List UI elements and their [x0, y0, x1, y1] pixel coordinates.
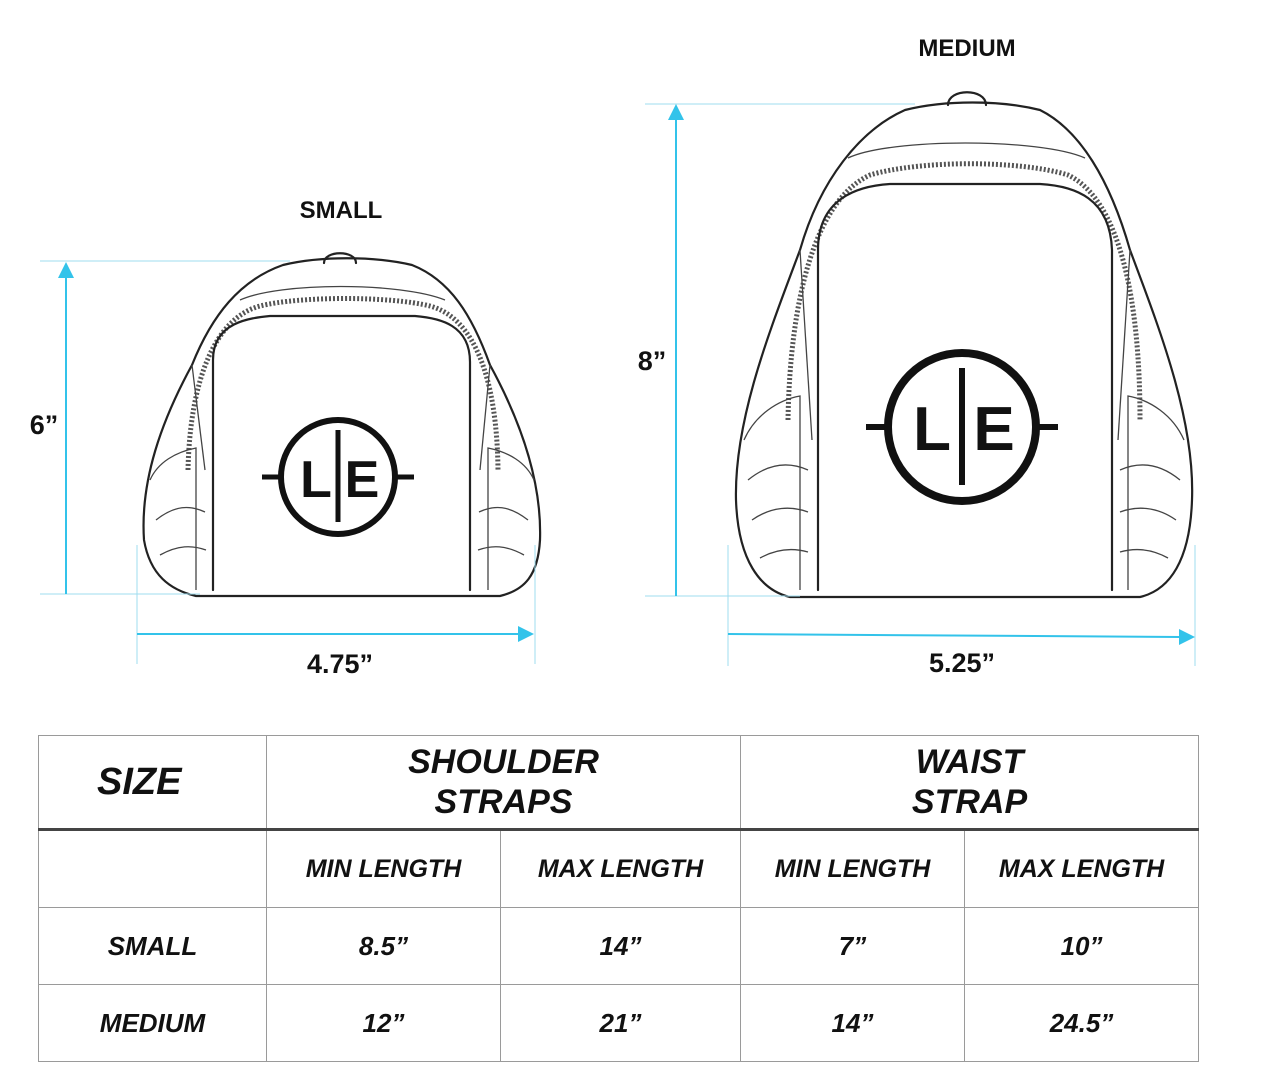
row-shoulder-min: 12”	[266, 984, 501, 1062]
subheader-empty	[38, 829, 267, 908]
small-logo-letter-e: E	[345, 451, 380, 509]
size-header: SIZE	[38, 735, 267, 831]
table-subheader-row: MIN LENGTH MAX LENGTH MIN LENGTH MAX LEN…	[38, 829, 1200, 908]
table-row: MEDIUM 12” 21” 14” 24.5”	[38, 984, 1200, 1062]
row-shoulder-min: 8.5”	[266, 907, 501, 985]
medium-height-dimension: 8”	[638, 103, 915, 597]
small-logo-icon: L E	[262, 417, 414, 537]
medium-backpack-illustration	[734, 91, 1194, 599]
small-height-label: 6”	[30, 410, 59, 440]
medium-logo-icon: L E	[866, 349, 1058, 505]
row-waist-max: 24.5”	[964, 984, 1200, 1062]
small-width-label: 4.75”	[307, 649, 373, 679]
small-backpack-illustration	[142, 252, 542, 598]
medium-logo-letter-l: L	[913, 395, 951, 464]
backpack-size-diagram: SMALL	[30, 35, 1196, 679]
strap-size-table: SIZE SHOULDER STRAPS WAIST STRAP MIN LEN…	[38, 735, 1200, 1062]
small-backpack: SMALL	[30, 197, 542, 679]
subheader-shoulder-min: MIN LENGTH	[266, 829, 501, 908]
row-shoulder-max: 21”	[499, 984, 742, 1062]
medium-backpack: MEDIUM	[638, 35, 1196, 678]
row-waist-max: 10”	[964, 907, 1200, 985]
small-width-dimension: 4.75”	[136, 545, 536, 679]
row-shoulder-max: 14”	[499, 907, 742, 985]
subheader-waist-min: MIN LENGTH	[740, 829, 966, 908]
small-logo-letter-l: L	[300, 451, 332, 509]
medium-height-label: 8”	[638, 346, 667, 376]
table-row: SMALL 8.5” 14” 7” 10”	[38, 907, 1200, 985]
small-size-label: SMALL	[300, 197, 383, 224]
small-height-dimension: 6”	[30, 260, 290, 595]
table-header-row: SIZE SHOULDER STRAPS WAIST STRAP	[38, 735, 1200, 831]
row-waist-min: 7”	[740, 907, 966, 985]
shoulder-straps-header: SHOULDER STRAPS	[265, 735, 742, 831]
subheader-shoulder-max: MAX LENGTH	[499, 829, 742, 908]
medium-size-label: MEDIUM	[918, 35, 1015, 62]
waist-strap-header: WAIST STRAP	[740, 735, 1200, 831]
medium-width-label: 5.25”	[929, 648, 995, 678]
row-size: SMALL	[38, 907, 267, 985]
subheader-waist-max: MAX LENGTH	[964, 829, 1200, 908]
row-size: MEDIUM	[38, 984, 267, 1062]
medium-width-dimension: 5.25”	[727, 545, 1196, 678]
row-waist-min: 14”	[740, 984, 966, 1062]
medium-logo-letter-e: E	[973, 395, 1014, 464]
